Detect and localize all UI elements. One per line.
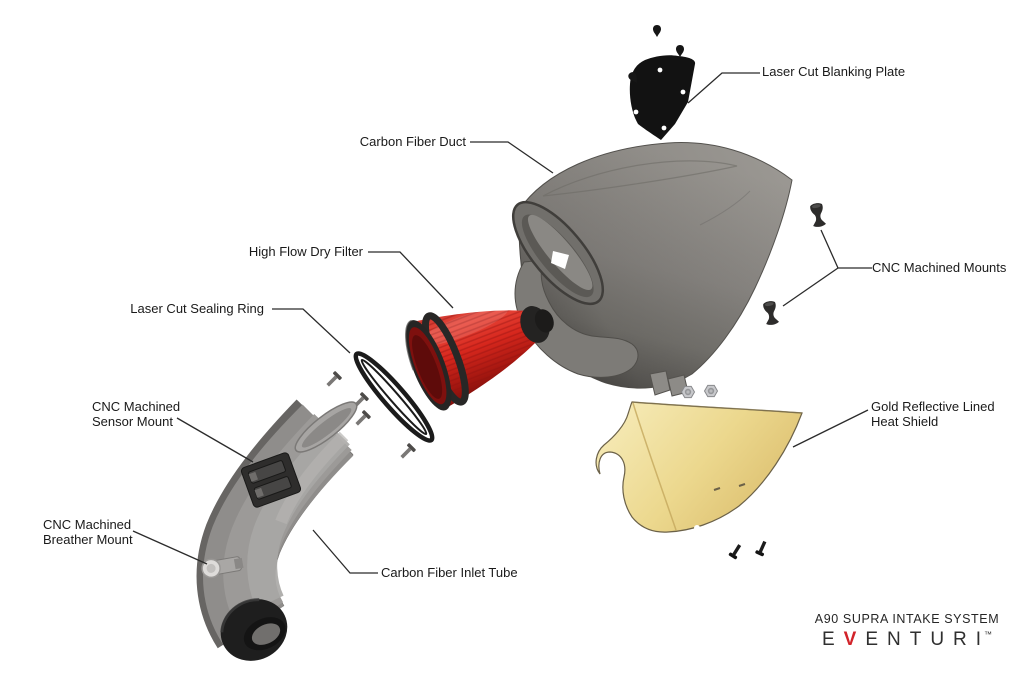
callout-breather-mount: CNC Machined Breather Mount [43,517,133,547]
callout-carbon-duct: Carbon Fiber Duct [359,134,466,150]
callout-text: Sensor Mount [92,413,173,429]
brand-letter: E [821,629,844,650]
callout-sensor-mount: CNC Machined Sensor Mount [92,399,181,429]
ring-screw-icon [400,443,416,459]
callout-cnc-mounts: CNC Machined Mounts [872,260,1007,276]
leader-sealing-ring [272,308,351,354]
brand-letters: ENTURI [865,629,991,650]
system-title-text: A90 SUPRA INTAKE SYSTEM [814,612,1000,626]
plate-screw-icon [652,25,662,37]
callout-text: Carbon Fiber Inlet Tube [381,565,518,580]
callout-sealing-ring: Laser Cut Sealing Ring [130,301,264,317]
callout-text: Heat Shield [871,413,939,429]
leader-lines [132,72,872,574]
mount-rivet-icon [763,301,779,325]
shield-screw-icon [755,540,767,557]
ring-screw-icon [326,371,342,387]
carbon-fiber-duct-part [511,142,793,397]
callout-text: High Flow Dry Filter [248,244,363,259]
callout-inlet-tube: Carbon Fiber Inlet Tube [381,565,518,581]
callout-text: CNC Machined [43,517,132,532]
hex-nut-icon [680,385,696,399]
plate-screw-icon [628,72,638,83]
callout-text: Breather Mount [43,531,133,547]
callout-dry-filter: High Flow Dry Filter [248,244,363,260]
leader-dry-filter [368,251,454,309]
plate-screw-icon [675,45,685,57]
leader-carbon-duct [470,141,554,174]
leader-cnc-mounts-a [820,229,872,269]
leader-breather-mount [132,530,208,565]
callout-text: Carbon Fiber Duct [359,134,466,149]
brand-trademark: ™ [984,630,993,639]
hex-nut-icon [703,384,719,398]
callout-text: Laser Cut Sealing Ring [130,301,264,316]
callout-heat-shield: Gold Reflective Lined Heat Shield [871,399,995,429]
mount-rivet-icon [810,203,826,227]
coupler-part [220,598,288,661]
breather-mount-part [201,556,244,579]
blanking-plate-part [628,25,696,140]
callout-blanking-plate: Laser Cut Blanking Plate [762,64,906,80]
sensor-mount-part [240,452,302,508]
shield-screw-icon [728,544,742,560]
heat-shield-part [595,401,803,533]
leader-sensor-mount [176,417,254,463]
callout-text: Laser Cut Blanking Plate [762,64,906,79]
leader-blanking-plate [687,72,760,104]
brand-red-v: V [843,629,866,650]
sealing-ring-part [353,351,435,443]
ring-screw-icon [355,410,371,426]
callout-text: CNC Machined Mounts [872,260,1007,275]
leader-cnc-mounts-b [782,267,839,307]
dry-filter-part [405,306,554,411]
leader-heat-shield [792,409,869,448]
system-title: A90 SUPRA INTAKE SYSTEM [800,612,1014,626]
inlet-tube-part [196,399,358,661]
callout-text: CNC Machined [92,399,181,414]
leader-inlet-tube [312,529,378,574]
callout-text: Gold Reflective Lined [871,399,995,414]
eventuri-logo: EVENTURI™ [799,629,1015,651]
